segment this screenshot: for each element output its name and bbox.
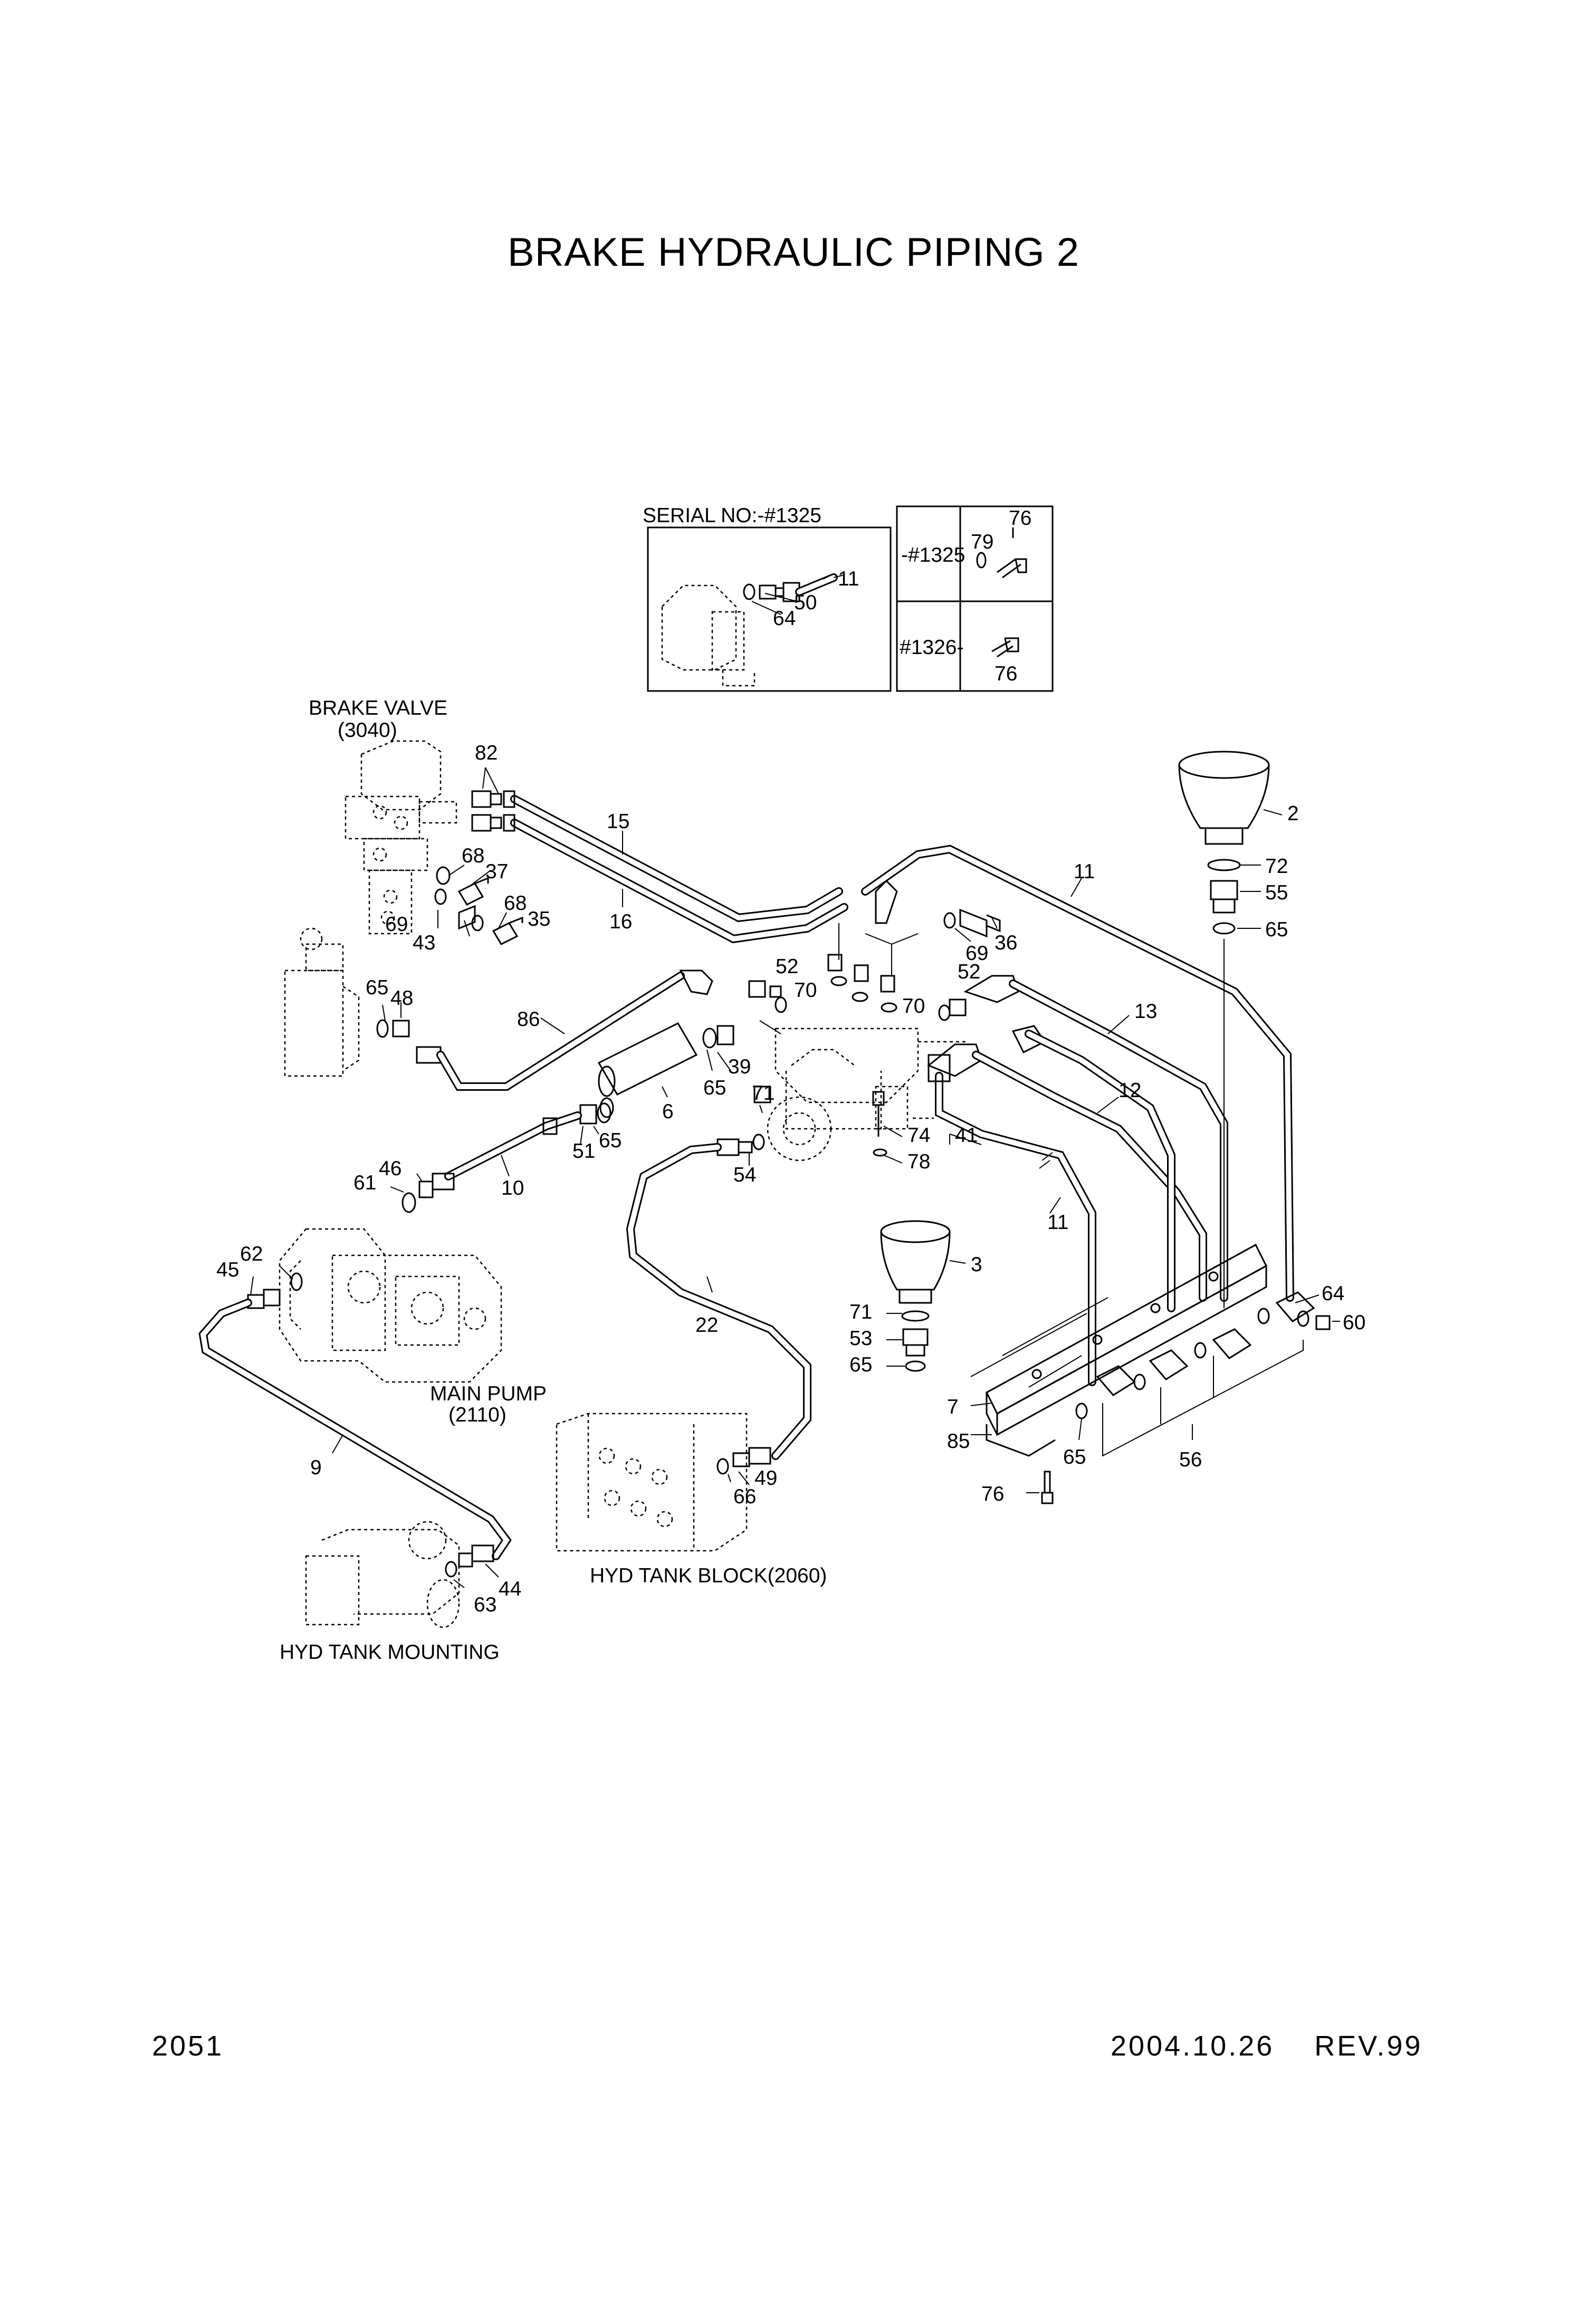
- label-6: 6: [662, 1100, 674, 1123]
- label-11-a: 11: [1074, 860, 1095, 883]
- main-pump-outline: [279, 1228, 502, 1383]
- label-2: 2: [1287, 802, 1299, 825]
- label-64-inset: 64: [773, 607, 796, 630]
- label-11-inset: 11: [838, 568, 859, 590]
- label-61: 61: [353, 1171, 376, 1194]
- label-45: 45: [216, 1259, 239, 1281]
- label-36: 36: [995, 931, 1017, 954]
- label-49: 49: [754, 1467, 777, 1490]
- brake-valve-outline: [345, 740, 457, 935]
- label-70-b: 70: [902, 995, 925, 1017]
- accumulator-2: [1178, 751, 1283, 1308]
- label-3: 3: [971, 1253, 982, 1276]
- label-66: 66: [733, 1485, 756, 1508]
- label-82: 82: [475, 742, 498, 764]
- label-86: 86: [517, 1008, 540, 1031]
- label-65-d: 65: [1265, 918, 1288, 941]
- label-16: 16: [609, 910, 632, 933]
- label-52-a: 52: [776, 955, 798, 978]
- label-22: 22: [695, 1314, 718, 1337]
- label-65-a: 65: [366, 976, 388, 999]
- label-78: 78: [907, 1150, 930, 1173]
- left-block-outline: [284, 927, 360, 1077]
- table-row1: -#1325: [901, 544, 965, 566]
- label-43: 43: [413, 931, 435, 954]
- label-68-b: 68: [504, 892, 527, 915]
- label-71-a: 71: [752, 1082, 775, 1105]
- manifold-block: [970, 1243, 1267, 1457]
- serial-inset: SERIAL NO:-#1325 50 64 11: [643, 504, 892, 692]
- brake-valve-caption: BRAKE VALVE: [309, 697, 447, 719]
- label-52-b: 52: [958, 961, 980, 983]
- label-51: 51: [572, 1140, 595, 1163]
- label-35: 35: [528, 908, 550, 930]
- page-number: 2051: [152, 2030, 224, 2062]
- label-9: 9: [310, 1456, 322, 1479]
- table-row2: #1326-: [900, 636, 963, 659]
- label-62: 62: [240, 1243, 263, 1265]
- tank-block-outline: [556, 1413, 748, 1552]
- tank-mounting-caption: HYD TANK MOUNTING: [280, 1641, 500, 1664]
- label-65-e: 65: [849, 1353, 872, 1376]
- label-76: 76: [981, 1483, 1004, 1505]
- label-65-c: 65: [599, 1129, 622, 1152]
- table-label-79: 79: [971, 531, 993, 553]
- label-71-b: 71: [849, 1301, 872, 1323]
- central-block-outline: [767, 1027, 965, 1161]
- label-50: 50: [794, 591, 817, 614]
- page-title: BRAKE HYDRAULIC PIPING 2: [507, 230, 1080, 275]
- label-41: 41: [955, 1124, 978, 1147]
- label-54: 54: [733, 1164, 756, 1186]
- brake-valve-code: (3040): [338, 719, 397, 742]
- label-46: 46: [379, 1157, 401, 1180]
- label-69-b: 69: [965, 942, 988, 965]
- label-74: 74: [907, 1124, 930, 1147]
- label-72: 72: [1265, 855, 1288, 878]
- variant-table: -#1325 #1326- 76 79 76: [896, 505, 1054, 692]
- label-63: 63: [474, 1593, 496, 1616]
- label-85: 85: [947, 1430, 970, 1453]
- label-69-a: 69: [385, 913, 408, 936]
- label-39: 39: [728, 1055, 751, 1078]
- label-68-a: 68: [462, 844, 484, 867]
- label-60: 60: [1343, 1311, 1365, 1334]
- label-13: 13: [1134, 1000, 1157, 1023]
- label-10: 10: [501, 1177, 524, 1199]
- label-53: 53: [849, 1327, 872, 1350]
- label-37: 37: [485, 860, 508, 883]
- table-label-76b: 76: [995, 662, 1017, 685]
- tank-block-caption: HYD TANK BLOCK(2060): [590, 1564, 827, 1587]
- main-pump-code: (2110): [448, 1404, 506, 1426]
- label-56: 56: [1179, 1448, 1202, 1471]
- label-44: 44: [499, 1578, 521, 1600]
- label-55: 55: [1265, 881, 1288, 904]
- serial-no-caption: SERIAL NO:-#1325: [643, 504, 821, 527]
- date-revision: 2004.10.26 REV.99: [1111, 2030, 1423, 2062]
- label-7: 7: [947, 1396, 959, 1418]
- label-64: 64: [1322, 1282, 1344, 1305]
- main-pump-caption: MAIN PUMP: [430, 1382, 547, 1405]
- accumulator-3: [880, 1220, 966, 1372]
- table-label-76a: 76: [1009, 507, 1031, 530]
- label-15: 15: [607, 810, 629, 833]
- tank-mounting-outline: [305, 1521, 460, 1628]
- label-11-b: 11: [1047, 1211, 1069, 1234]
- label-70-a: 70: [794, 979, 817, 1002]
- label-48: 48: [390, 987, 413, 1010]
- label-65-b: 65: [703, 1077, 726, 1099]
- label-12: 12: [1118, 1079, 1141, 1102]
- label-65-f: 65: [1063, 1446, 1086, 1468]
